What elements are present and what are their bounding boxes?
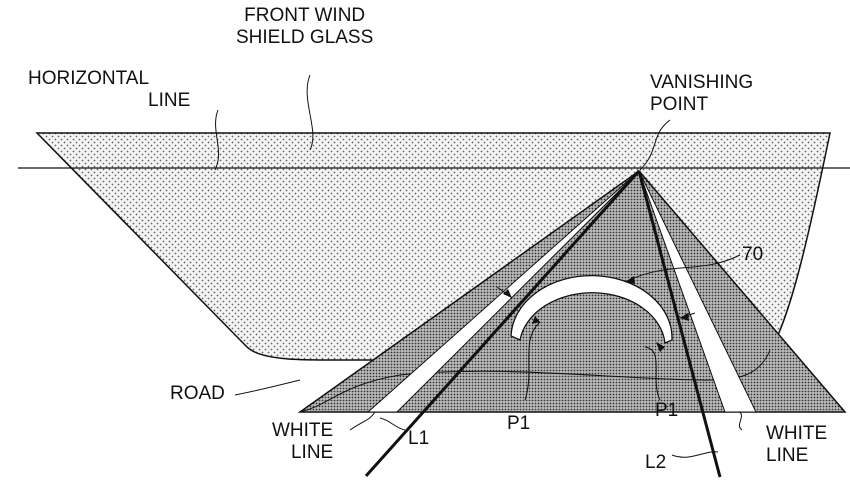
label-l2: L2 xyxy=(645,452,667,473)
indicator-arc-70 xyxy=(510,274,673,344)
label-l1: L1 xyxy=(408,428,430,449)
label-road: ROAD xyxy=(170,383,225,404)
line-l1 xyxy=(364,169,641,478)
label-p1-left: P1 xyxy=(507,413,531,434)
line-l2 xyxy=(637,170,722,478)
label-p1-right: P1 xyxy=(655,400,679,421)
label-70: 70 xyxy=(742,244,764,265)
